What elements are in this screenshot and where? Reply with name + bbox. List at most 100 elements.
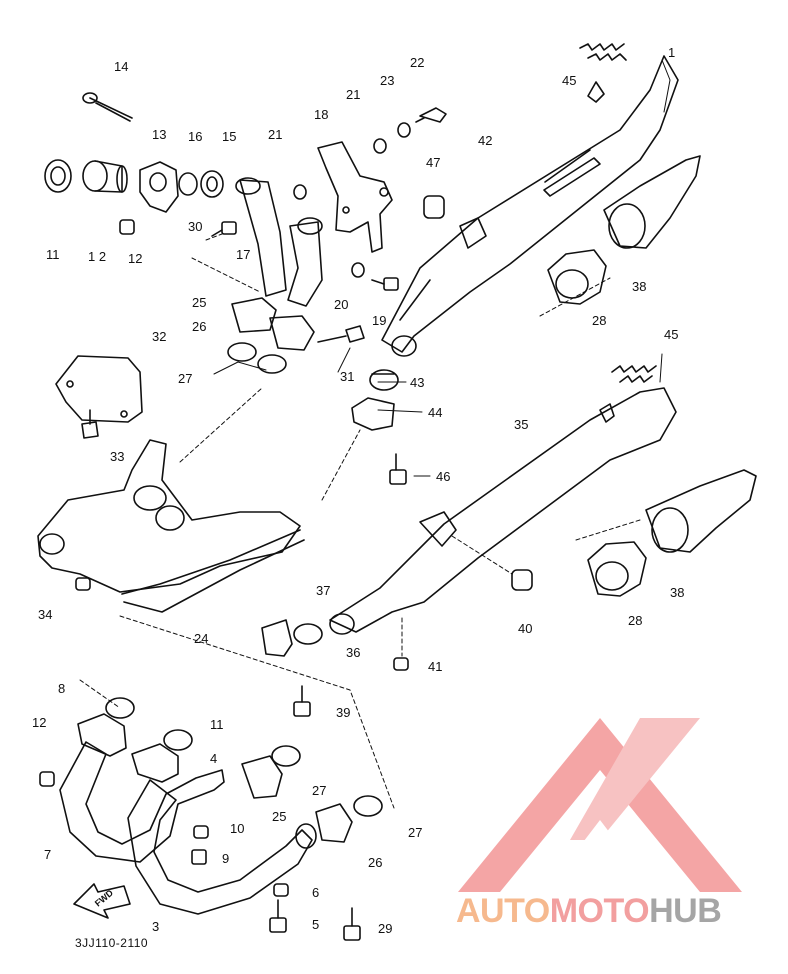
part-40-bush	[511, 569, 533, 591]
callout-18: 18	[314, 107, 329, 122]
callout-1: 1	[668, 45, 676, 60]
part-44-clamp	[351, 397, 395, 431]
callout-40: 40	[518, 621, 533, 636]
part-10-nut	[193, 825, 209, 839]
part-12-plug	[119, 219, 135, 235]
callout-21-right: 21	[346, 87, 361, 102]
part-17-header-pipes	[235, 177, 323, 307]
part-26-clamp-lower	[315, 803, 353, 843]
callout-38-upper: 38	[632, 279, 647, 294]
part-13-clamp	[139, 161, 179, 213]
part-18-bracket	[317, 141, 393, 253]
watermark-part-hub: HUB	[649, 892, 722, 930]
part-23-nut	[397, 122, 411, 138]
fwd-arrow-icon	[73, 883, 131, 919]
callout-44: 44	[428, 405, 443, 420]
diagram-code: 3JJ110-2110	[75, 936, 149, 950]
part-16-washer	[178, 172, 198, 196]
part-35-muffler-lower	[329, 387, 677, 635]
callout-37: 37	[316, 583, 331, 598]
callout-47: 47	[426, 155, 441, 170]
callout-24: 24	[194, 631, 209, 646]
callout-14: 14	[114, 59, 129, 74]
callout-17: 17	[236, 247, 251, 262]
leader-lines	[213, 59, 671, 477]
callout-45-upper: 45	[562, 73, 577, 88]
callout-33: 33	[110, 449, 125, 464]
connection-lines	[79, 233, 641, 809]
part-22-bolt	[415, 107, 447, 123]
part-28-baffle-lower	[587, 541, 647, 597]
callout-11-upper: 11	[46, 247, 60, 262]
callout-9: 9	[222, 851, 230, 866]
part-38-end-cap-lower	[645, 469, 757, 553]
part-12-collar	[82, 160, 128, 193]
part-42-muffler-upper	[381, 55, 679, 357]
part-47-bush	[423, 195, 445, 219]
callout-15: 15	[222, 129, 237, 144]
part-19-bolt	[371, 277, 399, 291]
callout-10: 10	[230, 821, 245, 836]
part-25-clamp-lower	[241, 755, 283, 799]
part-45-springs-lower	[611, 365, 657, 383]
callout-25-upper: 25	[192, 295, 207, 310]
callout-4: 4	[210, 751, 218, 766]
part-14-bolt	[82, 92, 133, 122]
part-11-gasket	[44, 159, 72, 193]
callout-34: 34	[38, 607, 53, 622]
callout-6: 6	[312, 885, 320, 900]
part-21-washers	[293, 138, 387, 200]
part-25-clamp-upper	[231, 297, 277, 333]
callout-23: 23	[380, 73, 395, 88]
callout-29: 29	[378, 921, 393, 936]
callout-8: 8	[58, 681, 66, 696]
callout-19: 19	[372, 313, 387, 328]
part-3-exhaust-pipe	[127, 779, 317, 915]
callout-42: 42	[478, 133, 493, 148]
part-9-stud	[191, 849, 207, 865]
callout-30: 30	[188, 219, 203, 234]
callout-12-lower: 12	[32, 715, 47, 730]
part-32-heat-cover	[55, 355, 143, 423]
part-33-bolt	[81, 409, 99, 439]
callout-13: 13	[152, 127, 167, 142]
callout-41: 41	[428, 659, 443, 674]
part-46-bolt	[389, 453, 407, 485]
part-36-gasket	[293, 623, 323, 645]
part-24-collector-box	[37, 439, 305, 613]
part-39-bolt	[293, 685, 311, 717]
part-27-gasket-lower-a	[271, 745, 301, 767]
watermark-part-auto: AUTO	[456, 892, 550, 930]
watermark-part-moto: MOTO	[549, 892, 650, 930]
watermark-text: AUTOMOTOHUB	[456, 892, 722, 931]
part-11-gasket-lower-b	[163, 729, 193, 751]
part-26-clamp-upper	[269, 315, 315, 351]
part-15-ring	[200, 170, 224, 198]
callout-36: 36	[346, 645, 361, 660]
callout-27-upper: 27	[178, 371, 193, 386]
callout-43: 43	[410, 375, 425, 390]
part-20-washer	[351, 262, 365, 278]
part-43-gasket	[369, 369, 399, 391]
callout-45-lower: 45	[664, 327, 679, 342]
callout-35: 35	[514, 417, 529, 432]
callout-39: 39	[336, 705, 351, 720]
callout-26-lower: 26	[368, 855, 383, 870]
part-7-exhaust-pipe	[59, 741, 225, 863]
callout-21-left: 21	[268, 127, 283, 142]
callout-25-lower: 25	[272, 809, 287, 824]
part-28-baffle-upper	[547, 249, 607, 305]
part-27-gaskets-upper	[227, 342, 287, 374]
part-6-nut	[273, 883, 289, 897]
callout-3: 3	[152, 919, 160, 934]
callout-31: 31	[340, 369, 355, 384]
part-8-flange	[77, 713, 127, 757]
callout-28-lower: 28	[628, 613, 643, 628]
callout-38-lower: 38	[670, 585, 685, 600]
part-34-nut	[75, 577, 91, 591]
part-4-flange	[131, 743, 179, 783]
callout-11-lower: 11	[210, 717, 224, 732]
part-11-gasket-lower	[105, 697, 135, 719]
